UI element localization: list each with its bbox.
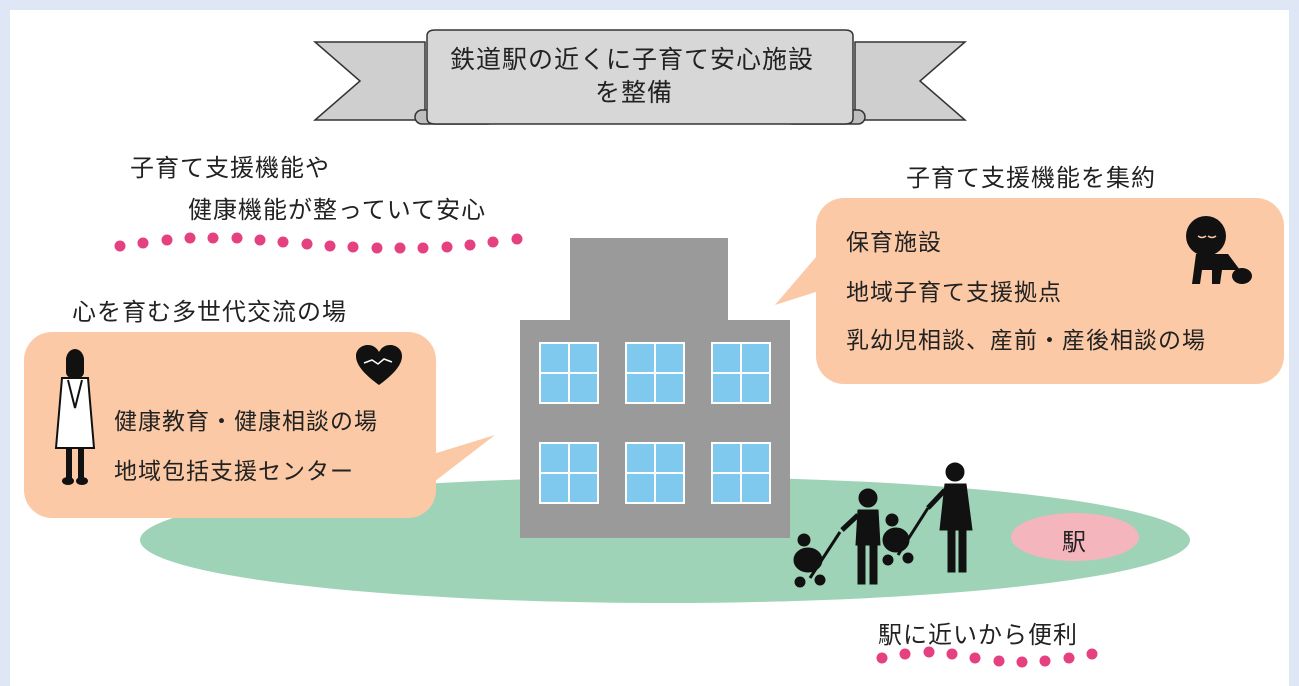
banner-ribbon [312,29,968,125]
right-bubble-item-1: 保育施設 [846,230,942,256]
diagram-canvas: 鉄道駅の近くに子育て安心施設 を整備 子育て支援機能や 健康機能が整っていて安心 [10,10,1289,686]
left-bubble-item-2: 地域包括支援センター [114,459,354,485]
right-bubble-item-3: 乳幼児相談、産前・産後相談の場 [846,328,1206,354]
top-left-line-1: 子育て支援機能や [130,154,330,182]
left-bubble-tail [430,435,495,485]
station-marker [1011,513,1139,561]
bottom-text: 駅に近いから便利 [878,621,1078,649]
heart-icon [356,345,402,385]
left-heading: 心を育む多世代交流の場 [72,298,347,326]
dotted-underline-top [114,232,523,254]
right-heading: 子育て支援機能を集約 [906,164,1156,192]
dotted-underline-bottom [876,646,1098,668]
banner-line-2: を整備 [595,78,674,107]
top-left-line-2: 健康機能が整っていて安心 [188,196,487,224]
family-with-strollers-icon [793,462,973,588]
left-bubble-item-1: 健康教育・健康相談の場 [114,409,378,435]
banner-line-1: 鉄道駅の近くに子育て安心施設 [450,45,815,74]
right-bubble-item-2: 地域子育て支援拠点 [846,280,1062,306]
right-bubble-tail [775,250,822,305]
baby-icon [1186,216,1252,284]
building [520,238,790,538]
woman-figure-icon [54,349,96,485]
station-label: 駅 [1062,528,1087,556]
